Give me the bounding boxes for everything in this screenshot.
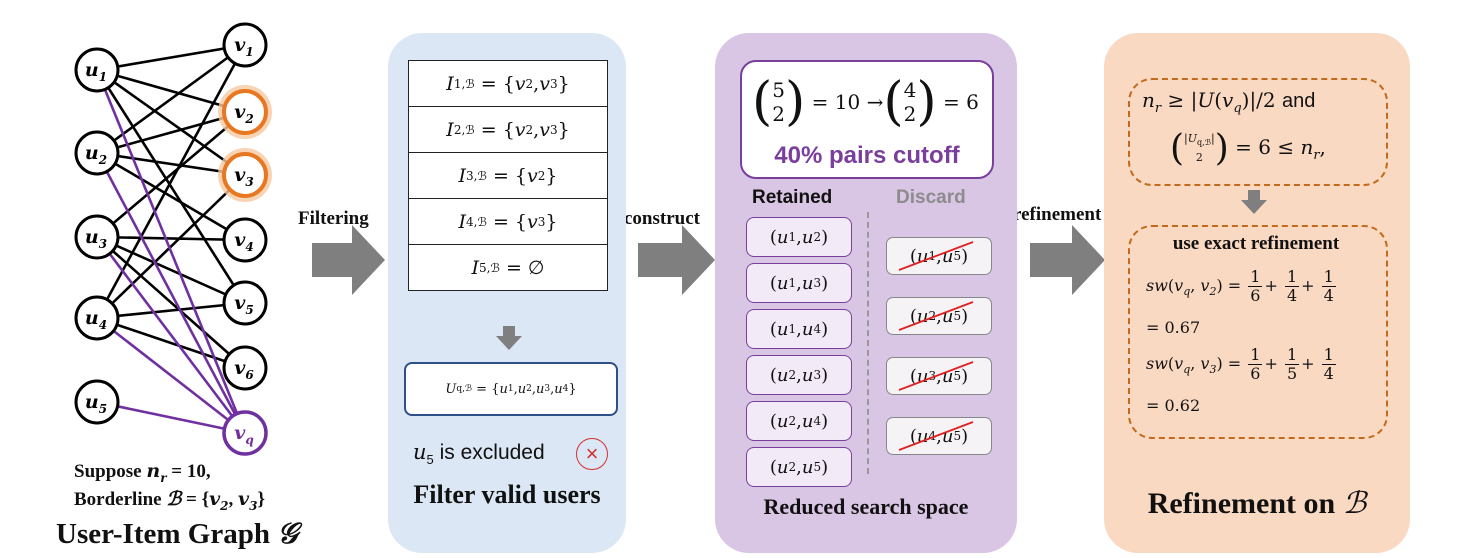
graph-nodes: u1 u2 u3 u4 u5 v1 v2 v3 v4 v5 v6 vq [74,22,272,456]
edge-u1-v1 [96,43,246,72]
user-node-u1 [74,47,120,93]
sw-v2-value: = 0.67 [1146,318,1201,337]
edge-u1-v3 [96,68,246,177]
edge-u3-vq [95,236,247,434]
user-label-u1: u1 [85,59,107,84]
condition-line1: nr ≥ |U(vq)|/2 and [1142,88,1316,116]
edge-u1-v5 [95,69,247,304]
arrow-refinement-icon [1030,225,1105,295]
user-label-u3: u3 [85,226,107,251]
discard-header: Discard [896,187,966,208]
edge-u4-v1 [95,44,247,319]
refinement-panel-title: Refinement on ℬ [1147,486,1367,521]
item-node-v3 [222,152,268,198]
graph-caption-line2: Borderline ℬ = {v2, v3} [74,488,265,513]
filter-panel-title: Filter valid users [413,480,601,509]
edge-u3-v2 [96,111,246,238]
edge-u3-v6 [96,236,246,369]
strike-icon [898,361,974,391]
item-label-v6: v6 [234,357,254,382]
condition-box [1128,78,1388,186]
edge-u2-vq [95,152,247,434]
user-label-u2: u2 [85,142,107,167]
arrow-label-filtering: Filtering [298,208,369,229]
item-node-v4 [222,217,268,263]
arrow-filtering-icon [312,225,385,295]
item-node-v6 [222,345,268,391]
exact-refinement-box [1128,225,1388,439]
item-label-v3: v3 [234,164,253,189]
item-label-v2: v2 [234,101,253,126]
arrow-label-construct: construct [624,208,700,229]
user-node-u2 [74,130,120,176]
excluded-note: u5 is excluded [413,440,545,468]
item-label-v5: v5 [234,292,253,317]
condition-line2: ( |Uq,ℬ|2 ) = 6 ≤ nr, [1170,128,1326,169]
edge-u5-vq [96,400,246,435]
strike-icon [898,241,974,271]
graph-caption-line1: Suppose nr = 10, [74,460,211,485]
retained-header: Retained [752,187,833,208]
user-node-u4 [74,295,120,341]
edge-u2-v1 [96,43,246,155]
item-label-v4: v4 [234,229,253,254]
strike-icon [898,421,974,451]
edge-u3-v4 [96,235,246,242]
item-node-v5 [222,280,268,326]
item-node-v1 [222,22,268,68]
reduced-panel-title: Reduced search space [763,494,969,519]
column-divider [867,212,869,474]
user-label-u5: u5 [85,391,107,416]
graph-edges [95,43,247,435]
down-arrow-icon [496,326,522,350]
item-label-v1: v1 [234,34,253,59]
edge-u4-v6 [96,316,246,370]
edge-u4-v3 [96,174,246,319]
refinement-panel [1104,33,1410,553]
cutoff-label: 40% pairs cutoff [774,142,960,169]
edge-u1-vq [95,69,247,434]
strike-icon [898,301,974,331]
item-node-vq [222,410,268,456]
sw-v3-value: = 0.62 [1146,396,1201,415]
exact-refinement-label: use exact refinement [1172,233,1340,254]
edge-u2-v4 [96,151,246,242]
edge-u4-vq [96,316,246,435]
x-circle-icon: × [576,438,608,470]
item-label-vq: vq [234,422,253,447]
user-node-u3 [74,214,120,260]
graph-title: User-Item Graph 𝒢 [56,516,298,550]
user-label-u4: u4 [85,307,107,332]
user-node-u5 [74,379,120,425]
item-node-v2 [222,89,268,135]
arrow-label-refinement: refinement [1013,204,1102,225]
refine-down-arrow-icon [1241,190,1267,214]
edge-u3-v5 [96,235,246,305]
user-item-graph: u1 u2 u3 u4 u5 v1 v2 v3 v4 v5 v6 vq [74,22,272,456]
arrow-construct-icon [638,225,715,295]
edge-u4-v5 [96,301,246,320]
